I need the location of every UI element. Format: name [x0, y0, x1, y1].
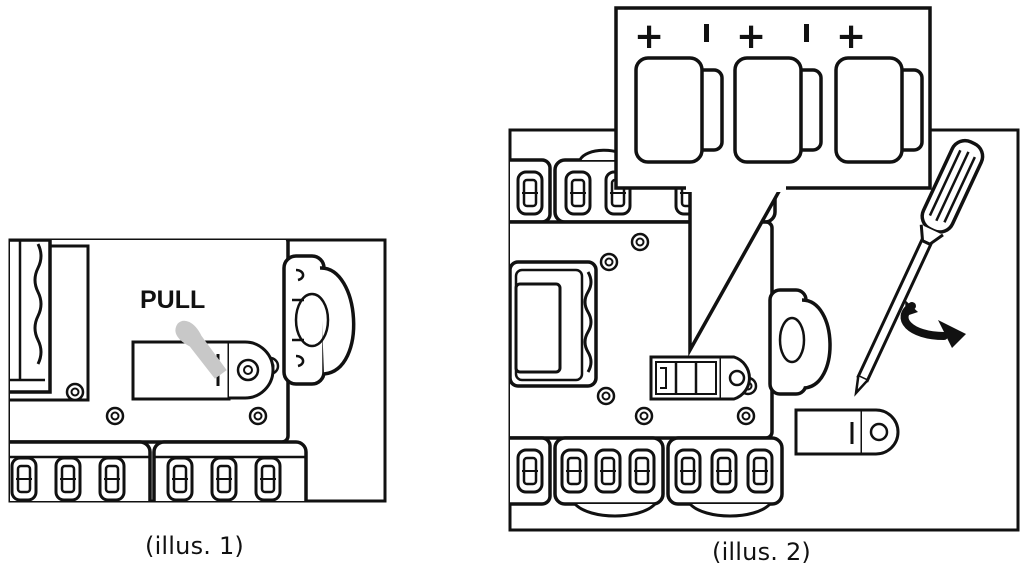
- illus-1-caption: (illus. 1): [145, 532, 244, 560]
- polarity-minus-1: [704, 24, 709, 42]
- polarity-plus-1: +: [634, 16, 664, 57]
- illus-2-panel: + + +: [508, 6, 1020, 532]
- screw-icon: [105, 406, 125, 426]
- rotate-arrow-icon: [900, 300, 966, 348]
- battery-door-removed: [794, 408, 900, 456]
- wheel: [282, 254, 356, 386]
- screwdriver-icon: [854, 138, 985, 397]
- polarity-plus-3: +: [836, 16, 866, 57]
- wheel: [768, 288, 832, 396]
- polarity-minus-2: [804, 24, 809, 42]
- pull-label: PULL: [140, 286, 205, 314]
- battery-compartment: [649, 355, 751, 401]
- screw-icon: [248, 406, 268, 426]
- screw-icon: [65, 382, 85, 402]
- polarity-plus-2: +: [736, 16, 766, 57]
- illus-2-caption: (illus. 2): [712, 538, 811, 566]
- callout-pointer: [688, 185, 784, 357]
- robot-body: [10, 240, 290, 444]
- pull-tab: [175, 320, 227, 379]
- illus-1-panel: PULL: [8, 238, 387, 503]
